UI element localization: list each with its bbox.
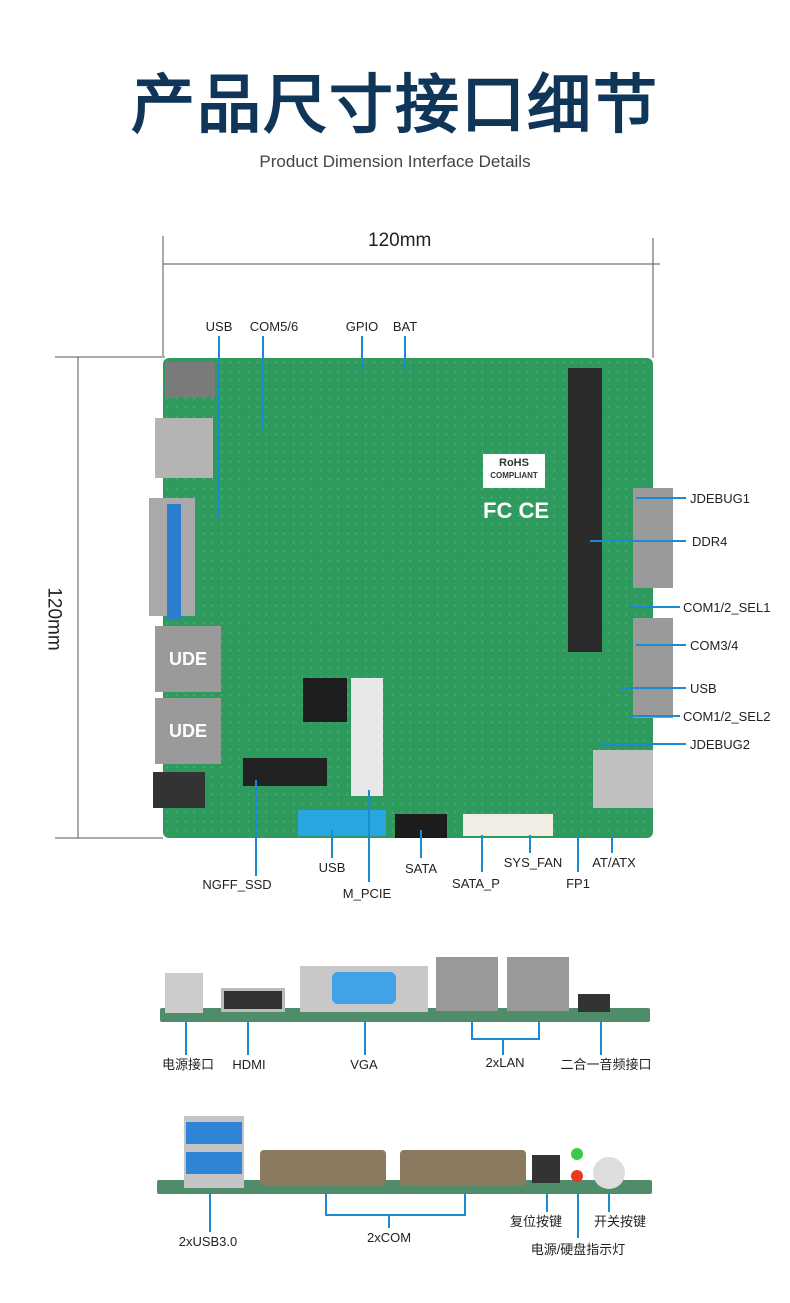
label-reset-button: 复位按键: [509, 1214, 563, 1229]
label-vga: VGA: [350, 1057, 378, 1072]
dc-jack: [165, 362, 215, 398]
label-sys-fan: SYS_FAN: [503, 855, 563, 870]
power-button-side: [593, 1157, 625, 1189]
label-hdmi: HDMI: [232, 1057, 266, 1072]
label-com12-sel1: COM1/2_SEL1: [683, 600, 771, 615]
label-audio-combo: 二合一音频接口: [560, 1057, 652, 1072]
label-gpio: GPIO: [345, 319, 379, 334]
label-usb-right: USB: [690, 681, 717, 696]
label-ngff-ssd: NGFF_SSD: [202, 877, 272, 892]
label-m-pcie: M_PCIE: [342, 886, 392, 901]
rohs-logo: RoHS COMPLIANT: [483, 454, 545, 488]
ddr4-slot: [568, 368, 602, 652]
label-usb-top: USB: [205, 319, 233, 334]
com-side-1: [260, 1150, 386, 1186]
vga-connector: [167, 504, 181, 620]
power-fan-connectors: [463, 814, 553, 836]
usb3-port-2: [186, 1152, 242, 1174]
usb3-side: [184, 1116, 244, 1188]
usb3-port: [593, 750, 653, 808]
hdmi-side: [221, 988, 285, 1012]
reset-button-side: [532, 1155, 560, 1183]
usb3-port-1: [186, 1122, 242, 1144]
chip: [303, 678, 347, 722]
label-usb-bottom: USB: [318, 860, 346, 875]
vga-side: [300, 966, 428, 1012]
compliant-text: COMPLIANT: [490, 471, 538, 480]
lan-side-2: [507, 957, 569, 1011]
label-2xusb3: 2xUSB3.0: [178, 1234, 238, 1249]
dc-jack-side: [165, 973, 203, 1013]
vga-connector-side: [332, 972, 396, 1004]
label-com34: COM3/4: [690, 638, 739, 653]
label-power-button: 开关按键: [593, 1214, 647, 1229]
fcce-marking: FC CE: [483, 498, 549, 523]
label-at-atx: AT/ATX: [592, 855, 636, 870]
power-led: [571, 1148, 583, 1160]
hdmi-port: [155, 418, 213, 478]
page-subtitle: Product Dimension Interface Details: [259, 152, 531, 171]
label-sata: SATA: [404, 861, 438, 876]
usb-header: [298, 810, 386, 836]
label-com56: COM5/6: [249, 319, 299, 334]
motherboard-image: UDE UDE RoHS COMPLIANT FC CE: [149, 358, 673, 838]
label-power-port: 电源接口: [161, 1057, 215, 1072]
label-power-hdd-led: 电源/硬盘指示灯: [530, 1242, 626, 1257]
com-port-1: [633, 488, 673, 588]
lan-side-1: [436, 957, 498, 1011]
lan-port-2: UDE: [155, 698, 221, 764]
label-jdebug2: JDEBUG2: [690, 737, 750, 752]
width-dimension: 120mm: [368, 230, 432, 251]
hdd-led: [571, 1170, 583, 1182]
com-side-2: [400, 1150, 526, 1186]
label-sata-p: SATA_P: [452, 876, 500, 891]
page-title: 产品尺寸接口细节: [131, 69, 659, 143]
mpcie-slot: [351, 678, 383, 796]
label-ddr4: DDR4: [692, 534, 728, 549]
label-2xcom: 2xCOM: [366, 1230, 412, 1245]
label-com12-sel2: COM1/2_SEL2: [683, 709, 771, 724]
label-jdebug1: JDEBUG1: [690, 491, 750, 506]
label-bat: BAT: [392, 319, 418, 334]
audio-jack: [153, 772, 205, 808]
label-fp1: FP1: [566, 876, 590, 891]
lan-port-1: UDE: [155, 626, 221, 692]
rohs-text: RoHS: [499, 457, 529, 469]
com-port-2: [633, 618, 673, 718]
label-2xlan: 2xLAN: [485, 1055, 525, 1070]
audio-side: [578, 994, 610, 1012]
